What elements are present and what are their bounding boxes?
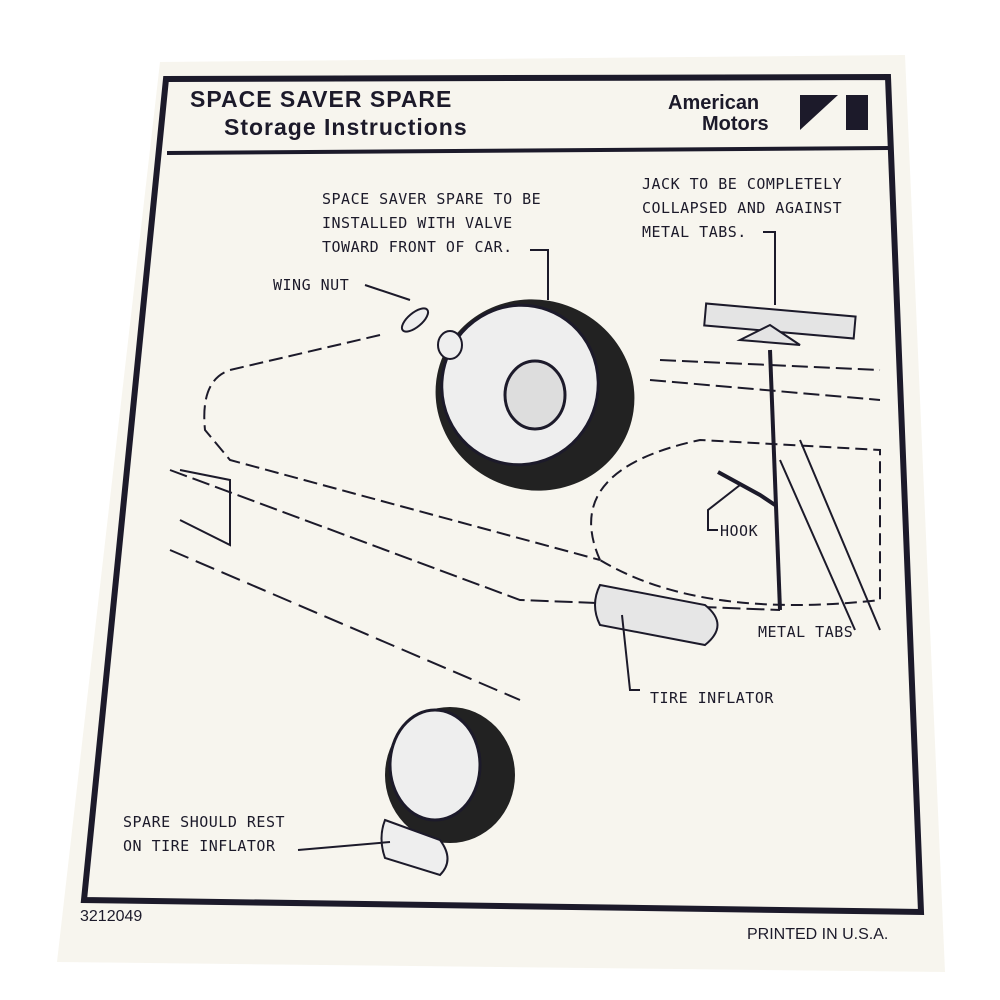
note-line: TOWARD FRONT OF CAR. — [322, 238, 513, 256]
spare-rest-note: SPARE SHOULD REST ON TIRE INFLATOR — [123, 810, 285, 858]
note-line: SPARE SHOULD REST — [123, 813, 286, 831]
american-motors-logo — [800, 95, 868, 130]
small-spare-tire-icon — [380, 707, 515, 877]
border-frame — [80, 73, 925, 916]
note-line: METAL TABS. — [642, 223, 747, 241]
brand-line-2: Motors — [702, 113, 769, 135]
spare-tire-icon — [435, 299, 635, 491]
car-outline — [203, 334, 601, 561]
tire-inflator-icon — [594, 583, 719, 647]
title-line-1: SPACE SAVER SPARE — [190, 86, 453, 112]
part-number: 3212049 — [80, 908, 143, 925]
brand-line-1: American — [668, 92, 760, 114]
jack-icon — [703, 302, 857, 346]
hook-icon — [717, 470, 777, 507]
note-line: JACK TO BE COMPLETELY — [642, 175, 843, 193]
note-line: ON TIRE INFLATOR — [123, 837, 276, 855]
header-divider — [166, 146, 891, 155]
wing-nut-label: WING NUT — [273, 276, 350, 294]
note-line: SPACE SAVER SPARE TO BE — [322, 190, 542, 208]
spare-orientation-note: SPACE SAVER SPARE TO BE INSTALLED WITH V… — [322, 187, 541, 259]
note-line: COLLAPSED AND AGAINST — [642, 199, 843, 217]
wing-nut-icon — [400, 307, 463, 360]
jack-note: JACK TO BE COMPLETELY COLLAPSED AND AGAI… — [642, 172, 842, 244]
note-line: INSTALLED WITH VALVE — [322, 214, 513, 232]
title-line-2: Storage Instructions — [224, 114, 468, 140]
hook-label: HOOK — [720, 522, 759, 540]
metal-tabs-label: METAL TABS — [758, 623, 854, 641]
tire-inflator-label: TIRE INFLATOR — [650, 689, 774, 707]
printed-in-usa: PRINTED IN U.S.A. — [747, 926, 889, 943]
